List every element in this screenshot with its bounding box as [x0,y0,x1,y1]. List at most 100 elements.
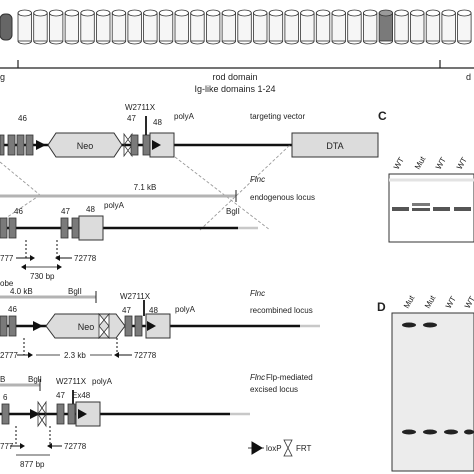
lane-label: Mut [413,154,428,171]
probe-label: obe [0,279,14,288]
band-mut-upper [412,203,430,206]
frt-site [98,312,110,340]
polya-label: polyA [174,112,195,121]
ig-domain-cylinder [221,9,237,45]
loxp-site-1 [36,140,46,150]
polya-label: polyA [175,305,196,314]
ig-domain-cylinder [33,9,48,45]
homology-lines [0,144,291,231]
fragment-size-label: B [0,375,5,384]
ig-domain-cylinder [17,9,32,45]
primer-left-head [20,443,25,449]
ig-domains-label: Ig-like domains 1-24 [194,84,275,94]
frt-site-1 [123,132,133,158]
pcr-size-label: 877 bp [20,460,45,469]
exon-45 [0,217,8,239]
ig-domain-cylinder [158,9,174,45]
ig-domain-cylinder [237,9,252,45]
locus-gene-name: Flnc [250,289,265,298]
exon-46a [16,134,25,156]
exon-48-utr [78,215,104,241]
lane-label: WT [434,156,448,171]
exon-46-label: 46 [18,114,27,123]
band-mut-1-top [402,322,416,328]
ig-domain-cylinder [362,9,378,45]
exon-48-label: 48 [153,118,162,127]
pcr-size-label: 2.3 kb [64,351,86,360]
band-mut-1-bottom [402,429,416,435]
primer-right-label: 72778 [64,442,87,451]
band-wt-1 [392,207,409,211]
dta-label: DTA [326,141,343,151]
ig-domain-cylinder [64,9,79,45]
exon-47a [124,315,133,337]
loxp-site-2 [78,409,87,419]
primer-left-label: 777 [0,442,14,451]
band-wt-1-bottom [444,429,458,435]
exon-47 [60,217,69,239]
exon-48-start [142,134,151,156]
ig-domain-cylinder [49,9,64,45]
primer-right-label: 72778 [74,254,97,263]
recombined-locus-row: 4.0 kB BglI Flnc recombined locus 46 Neo… [0,287,320,360]
bgl-label: BglI [28,375,42,384]
primer-right-head [47,443,52,449]
exon-47-label: 47 [127,114,136,123]
loxp-site-2b [152,140,161,150]
ig-domain-cylinder [347,9,362,45]
endogenous-locus-row: 7.1 kB BglI Flnc endogenous locus 46 47 … [0,175,315,288]
locus-title: endogenous locus [250,193,315,202]
loxp-site-2b [147,321,156,331]
locus-title-1: Flp-mediated [266,373,313,382]
ig-domain-cylinder [284,9,299,45]
primer-left-label: 777 [0,254,14,263]
exon-45 [7,134,16,156]
ig-domain-cylinder [80,9,95,45]
exon-46-label: 46 [8,305,17,314]
dta-cassette [291,132,379,158]
locus-gene-name: Flnc [250,175,265,184]
primer-right-label: 72778 [134,351,157,360]
polya-label: polyA [104,201,125,210]
ig-domain-cylinder [410,9,425,45]
exon-47-label: 47 [122,306,131,315]
band-wt-2 [433,207,450,211]
exon-46 [25,134,34,156]
exon-47-label: 47 [61,207,70,216]
loxp-legend-label: loxP [266,444,282,453]
ig-domain-cylinder [143,9,158,45]
lane-label: WT [455,156,469,171]
exon-46 [8,217,17,239]
neo-label: Neo [78,322,95,332]
ig-domain-cylinders [0,9,472,45]
primer-right-head [55,255,60,261]
frt-site [37,400,47,428]
mutation-label: W2711X [120,292,151,301]
legend: loxP FRT [248,439,312,457]
bgl-label: BglI [226,207,240,216]
band-mut-2-top [423,322,437,328]
ig-domain-cylinder [394,9,409,45]
exon-48-start [71,217,80,239]
ig-domain-cylinder [300,9,315,45]
loxp-site-1 [33,321,43,331]
lane-label: Mut [423,293,438,310]
lane-label: Mut [402,293,417,310]
locus-title: recombined locus [250,306,313,315]
ig-domain-cylinder [190,9,205,45]
primer-left-label: 2777 [0,351,18,360]
frt-legend-icon [283,439,293,457]
exon-48-label: 48 [86,205,95,214]
exon-47 [56,403,65,425]
primer-left-head [30,255,35,261]
left-domain-label: g [0,72,5,82]
exon-46-label: 6 [3,393,8,402]
exon-47 [134,315,143,337]
neo-cassette [47,132,123,158]
exon-left-edge [0,134,5,156]
frt-legend-label: FRT [296,444,312,453]
locus-title-2: excised locus [250,385,298,394]
